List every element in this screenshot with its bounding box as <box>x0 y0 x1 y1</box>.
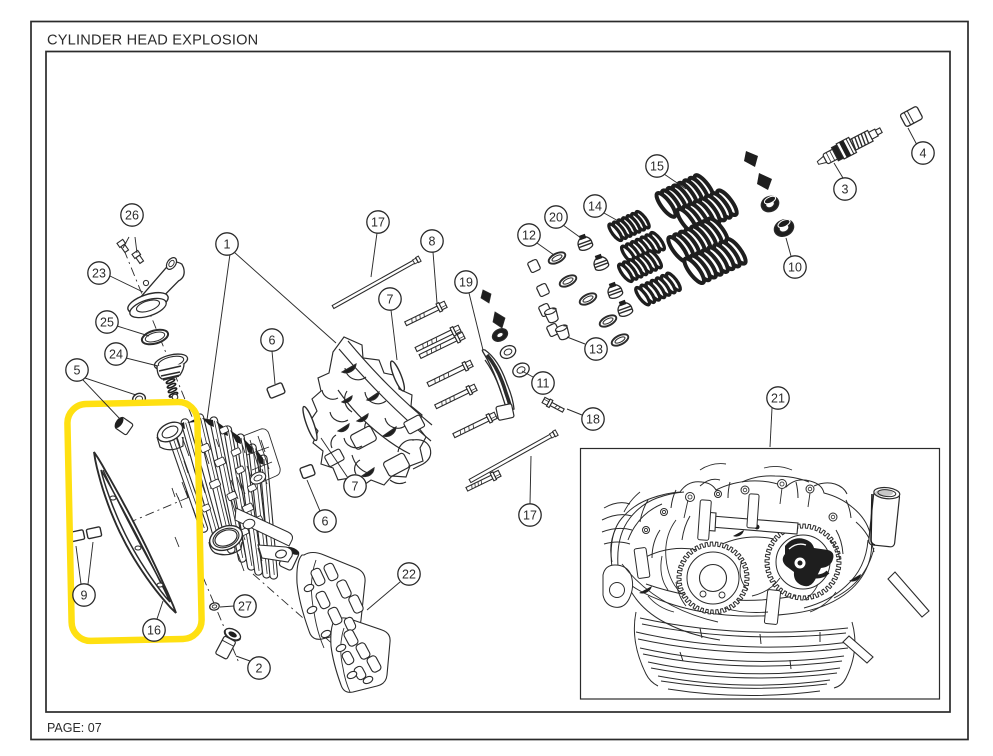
svg-text:18: 18 <box>586 412 600 426</box>
svg-text:3: 3 <box>842 182 849 196</box>
svg-text:7: 7 <box>352 479 359 493</box>
svg-text:6: 6 <box>269 333 276 347</box>
svg-text:15: 15 <box>650 159 664 173</box>
svg-text:23: 23 <box>92 266 106 280</box>
svg-text:4: 4 <box>920 146 927 160</box>
svg-text:2: 2 <box>256 661 263 675</box>
svg-text:16: 16 <box>147 623 161 637</box>
svg-text:9: 9 <box>81 588 88 602</box>
svg-text:17: 17 <box>371 215 385 229</box>
svg-text:CYLINDER HEAD EXPLOSION: CYLINDER HEAD EXPLOSION <box>47 33 258 49</box>
svg-text:11: 11 <box>537 376 550 390</box>
svg-text:26: 26 <box>125 208 139 222</box>
svg-text:8: 8 <box>429 234 436 248</box>
svg-text:6: 6 <box>322 514 329 528</box>
svg-text:25: 25 <box>100 315 114 329</box>
svg-text:13: 13 <box>589 342 603 356</box>
svg-text:PAGE: 07: PAGE: 07 <box>47 721 102 735</box>
svg-text:1: 1 <box>224 237 231 251</box>
svg-text:7: 7 <box>387 292 394 306</box>
svg-text:27: 27 <box>238 599 252 613</box>
svg-text:14: 14 <box>588 199 602 213</box>
svg-text:20: 20 <box>549 210 563 224</box>
svg-text:22: 22 <box>402 567 416 581</box>
svg-text:5: 5 <box>74 363 81 377</box>
svg-text:19: 19 <box>459 275 473 289</box>
svg-text:24: 24 <box>109 347 123 361</box>
svg-text:21: 21 <box>771 391 785 405</box>
svg-text:10: 10 <box>788 260 802 274</box>
svg-text:12: 12 <box>522 228 536 242</box>
svg-text:17: 17 <box>523 508 537 522</box>
